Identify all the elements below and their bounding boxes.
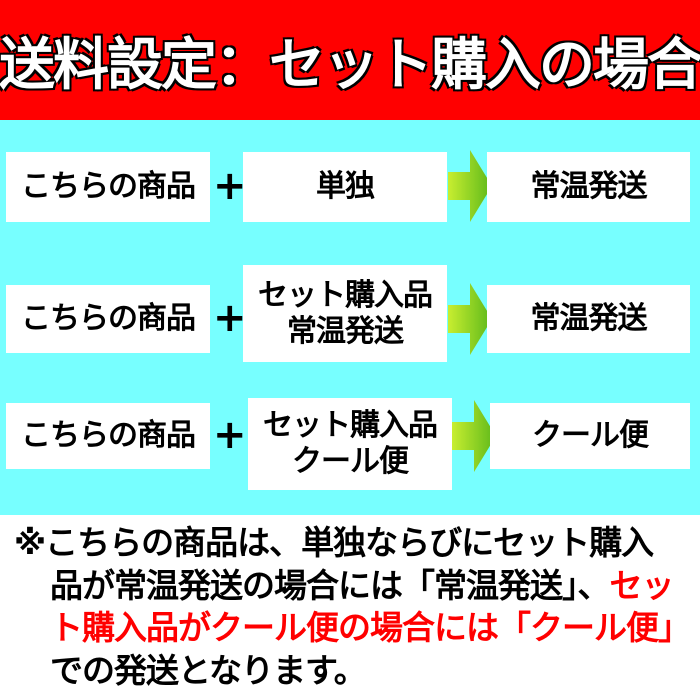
- plus-sign: +: [213, 295, 247, 341]
- note-line-4: での発送となります。: [50, 650, 367, 690]
- result-label: 常温発送: [530, 169, 648, 204]
- combo-label-line2: 常温発送: [287, 313, 404, 349]
- note-text: 品が常温発送の場合には「常温発送」、: [50, 565, 610, 605]
- note-line-1: ※こちらの商品は、単独ならびにセット購入: [14, 523, 654, 562]
- result-label: クール便: [532, 418, 649, 453]
- arrow-right-icon: [452, 400, 496, 472]
- note-line-2: 品が常温発送の場合には「常温発送」、セッ: [14, 565, 694, 608]
- shipping-note: ※こちらの商品は、単独ならびにセット購入 品が常温発送の場合には「常温発送」、セ…: [14, 522, 694, 692]
- combo-label-line1: セット購入品: [258, 277, 433, 313]
- product-label: こちらの商品: [21, 169, 196, 204]
- note-line-3: ト購入品がクール便の場合には「クール便」: [50, 608, 691, 647]
- row1-combo-box: 単独: [243, 152, 447, 222]
- note-highlight: セッ: [609, 565, 675, 605]
- combo-label-line1: セット購入品: [263, 408, 438, 443]
- title-banner: 送料設定：セット購入の場合: [0, 0, 700, 120]
- product-label: こちらの商品: [21, 418, 196, 453]
- row2-combo-box: セット購入品常温発送: [243, 265, 447, 362]
- page-title: 送料設定：セット購入の場合: [0, 32, 700, 98]
- combo-label: 単独: [316, 169, 375, 204]
- row2-product-box: こちらの商品: [6, 285, 210, 353]
- product-label: こちらの商品: [21, 301, 196, 336]
- plus-sign: +: [213, 412, 247, 458]
- plus-sign: +: [213, 163, 247, 209]
- row1-product-box: こちらの商品: [6, 152, 210, 222]
- result-label: 常温発送: [530, 301, 648, 336]
- row3-combo-box: セット購入品クール便: [248, 398, 452, 490]
- row1-result-box: 常温発送: [487, 152, 690, 222]
- row2-result-box: 常温発送: [487, 285, 690, 353]
- combo-label-line2: クール便: [292, 444, 409, 479]
- row3-product-box: こちらの商品: [6, 403, 210, 469]
- arrow-right-icon: [448, 150, 492, 222]
- arrow-right-icon: [448, 283, 492, 355]
- row3-result-box: クール便: [490, 403, 690, 469]
